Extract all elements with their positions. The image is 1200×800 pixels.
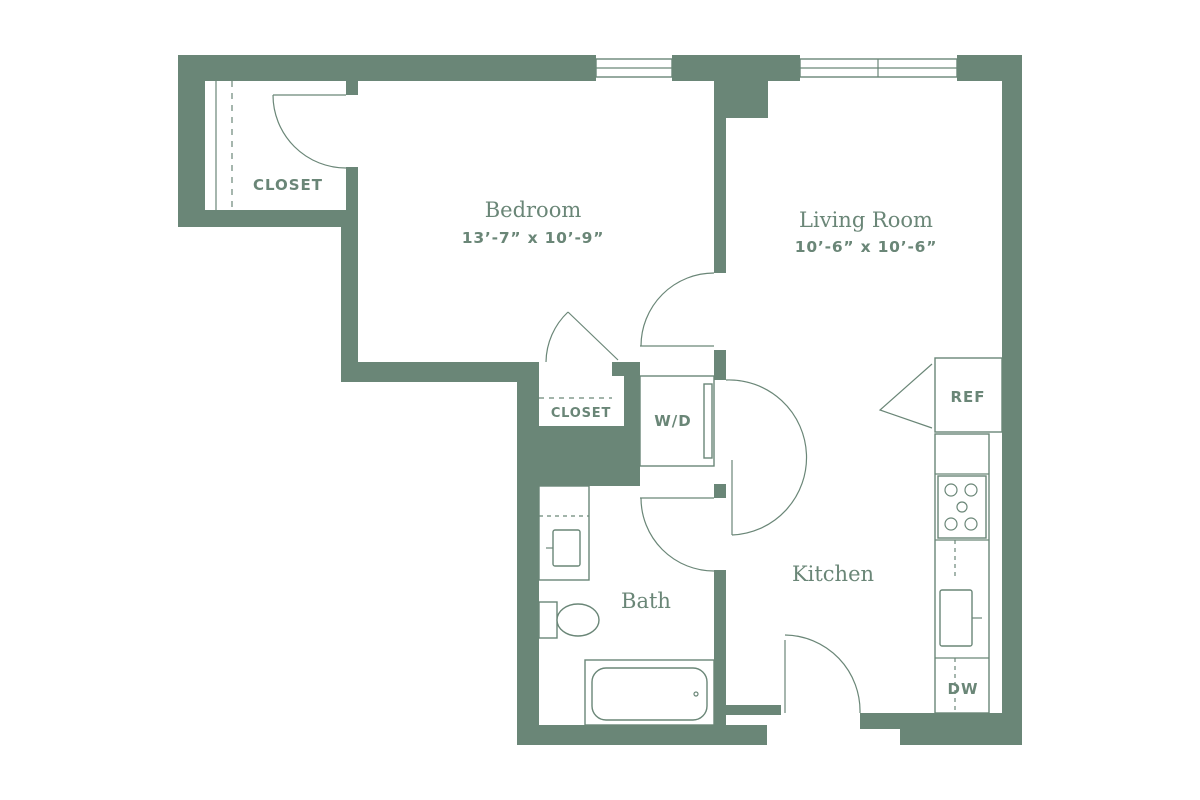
kitchen-name: Kitchen [792,562,874,586]
kitchen-sink-icon [939,589,982,647]
washer-dryer-label: W/D [654,412,691,430]
closet-label-2: CLOSET [551,406,611,421]
walls [178,55,1022,745]
living-room-name: Living Room [799,208,933,232]
bedroom-dimensions: 13’-7” x 10’-9” [462,229,605,247]
closet-label-1: CLOSET [253,176,323,194]
kitchen-fixtures: REF DW [934,357,1003,714]
closet-small: CLOSET [539,397,612,421]
sink-icon [538,485,590,581]
bedroom-name: Bedroom [485,198,582,222]
ref-label: REF [950,388,985,406]
door-swing-icon [272,94,933,714]
bath-fixtures [538,485,715,726]
stove-icon [937,475,987,539]
toilet-icon [538,601,600,639]
washer-dryer: W/D [639,375,715,467]
bath-name: Bath [621,589,671,613]
closet-top-left: CLOSET [215,81,323,210]
window-icon [595,58,958,78]
living-room-dimensions: 10’-6” x 10’-6” [795,238,938,256]
bathtub-icon [584,659,715,726]
dw-label: DW [948,680,979,698]
